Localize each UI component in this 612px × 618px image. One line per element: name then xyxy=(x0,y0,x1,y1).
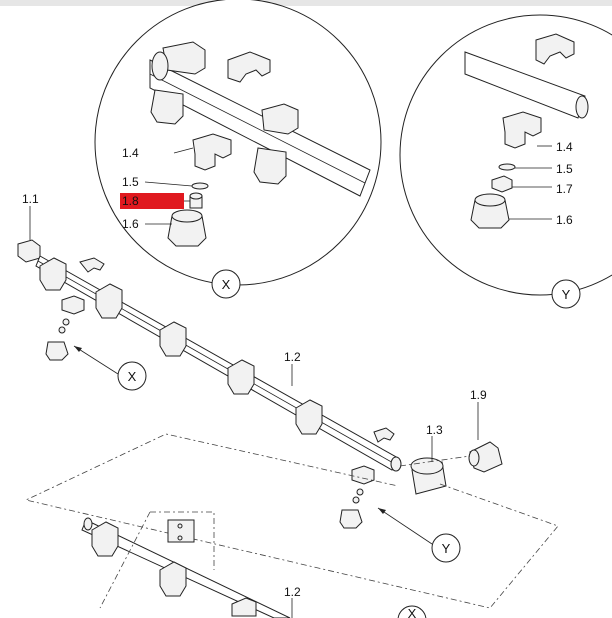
label-1-9: 1.9 xyxy=(470,388,487,402)
detail-view-y: 1.4 1.5 1.7 1.6 Y xyxy=(399,14,612,309)
label-1-7-y: 1.7 xyxy=(556,182,573,196)
callout-x-lower-label: X xyxy=(408,606,417,618)
callout-x-detail-label: X xyxy=(222,277,231,292)
nozzle-body-2 xyxy=(95,283,123,319)
nozzle-body-upper-left xyxy=(150,41,206,125)
label-1-3: 1.3 xyxy=(426,423,443,437)
part-1-6-x xyxy=(167,209,207,247)
clip-1 xyxy=(79,257,105,273)
callout-x-detail xyxy=(211,269,241,299)
callout-x-main-label: X xyxy=(128,369,137,384)
label-1-8-x: 1.8 xyxy=(122,194,139,208)
label-1-5-y: 1.5 xyxy=(556,162,573,176)
callout-x-main xyxy=(117,361,147,391)
label-1-5-x: 1.5 xyxy=(122,175,139,189)
lower-boom: 1.2 X xyxy=(81,511,427,618)
callout-y-main xyxy=(431,533,461,563)
detail-view-x: 1.4 1.5 1.8 1.6 X xyxy=(94,0,382,299)
exploded-nozzle-y xyxy=(351,465,375,485)
label-1-6-x: 1.6 xyxy=(122,217,139,231)
main-boom: 1.1 X Y 1.2 xyxy=(17,192,559,609)
bracket-plate xyxy=(167,519,195,543)
label-1-4-y: 1.4 xyxy=(556,140,573,154)
nozzle-body-3 xyxy=(159,321,187,357)
lower-nozzle-2 xyxy=(159,561,187,597)
pipe-section-y xyxy=(464,51,586,119)
part-1-7-y xyxy=(491,175,513,193)
nozzle-body-5 xyxy=(295,399,323,435)
lower-nozzle-1 xyxy=(91,521,119,557)
label-1-6-y: 1.6 xyxy=(556,213,573,227)
clip-part-y xyxy=(535,33,575,65)
pipe-section xyxy=(149,59,371,197)
part-1-3-coupler: 1.3 xyxy=(410,423,447,495)
clip-2 xyxy=(373,427,395,443)
highlight-box xyxy=(120,193,184,209)
nozzle-body-4 xyxy=(227,359,255,395)
exploded-cap-y xyxy=(339,509,363,529)
top-bar xyxy=(0,0,612,6)
callout-x-lower xyxy=(397,605,427,618)
label-1-2-lower: 1.2 xyxy=(284,585,301,599)
nozzle-body-right xyxy=(253,103,299,185)
label-1-1: 1.1 xyxy=(22,192,39,206)
exploded-cap-x xyxy=(45,341,69,361)
part-1-4-y xyxy=(502,111,542,149)
nozzle-body-1 xyxy=(39,257,67,291)
lower-nozzle-3 xyxy=(231,597,257,617)
part-1-5-y xyxy=(498,163,516,171)
part-1-9-fitting: 1.9 xyxy=(468,388,503,473)
callout-y-detail xyxy=(551,279,581,309)
label-1-4-x: 1.4 xyxy=(122,146,139,160)
callout-y-main-label: Y xyxy=(442,541,451,556)
exploded-nozzle-x xyxy=(61,295,85,315)
callout-y-detail-label: Y xyxy=(562,287,571,302)
part-1-5-x xyxy=(191,182,209,190)
part-1-6-y xyxy=(470,193,510,229)
part-1-4-x xyxy=(192,133,232,171)
label-1-2-main: 1.2 xyxy=(284,350,301,364)
clip-part xyxy=(227,51,271,83)
part-1-1-end-cap: 1.1 xyxy=(17,192,41,263)
